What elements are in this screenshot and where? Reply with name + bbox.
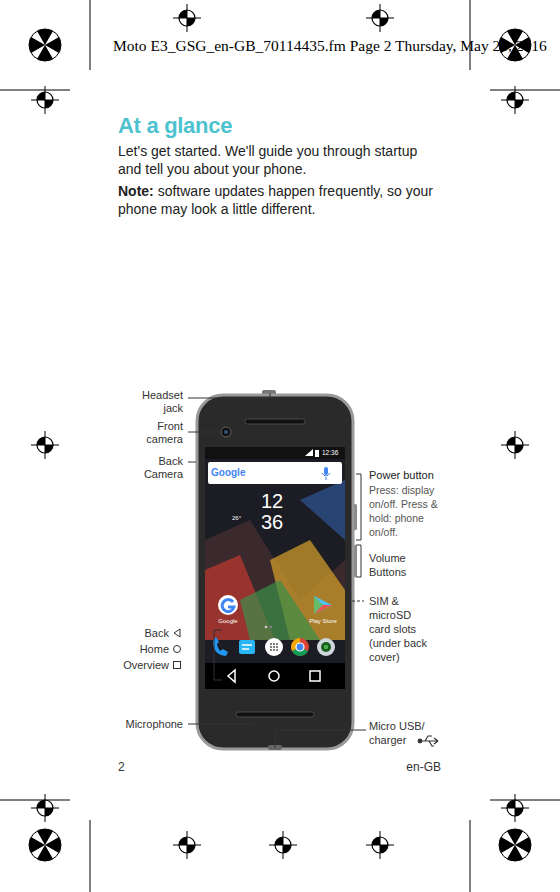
intro-text: Let's get started. We'll guide you throu…	[118, 142, 438, 178]
note-paragraph: Note: software updates happen frequently…	[118, 182, 438, 218]
part-label: Microphone	[126, 717, 183, 731]
page-number: 2	[118, 760, 125, 775]
clock-minutes: 36	[250, 512, 294, 533]
search-logo: Google	[211, 466, 245, 479]
file-header: Moto E3_GSG_en-GB_70114435.fm Page 2 Thu…	[113, 36, 547, 55]
part-label: Front camera	[123, 420, 183, 446]
part-label: Overview	[123, 658, 169, 672]
note-text: software updates happen frequently, so y…	[118, 183, 433, 217]
part-label: Micro USB/ charger	[369, 719, 429, 747]
part-label: Back Camera	[123, 455, 183, 481]
nav-key-symbols	[174, 629, 181, 669]
locale-code: en-GB	[406, 760, 441, 775]
weather-temp: 26°	[232, 514, 241, 522]
part-label: SIM & microSD card slots (under back cov…	[369, 594, 431, 664]
part-label: Home	[140, 642, 169, 656]
part-label: Volume Buttons	[369, 551, 429, 579]
clock-hours: 12	[250, 491, 294, 512]
status-time: 12:36	[322, 449, 338, 457]
part-note: Press: display on/off. Press & hold: pho…	[369, 483, 445, 539]
usb-symbol	[418, 736, 438, 746]
app-label: Google	[210, 617, 246, 625]
part-label: Back	[145, 626, 169, 640]
note-heading: Note:	[118, 183, 154, 199]
phone-illustration	[197, 390, 357, 750]
page-title: At a glance	[118, 113, 232, 139]
leader-lines	[188, 393, 366, 748]
part-label: Headset jack	[123, 389, 183, 415]
part-label: Power button	[369, 468, 434, 482]
app-label: Play Store	[304, 617, 342, 625]
